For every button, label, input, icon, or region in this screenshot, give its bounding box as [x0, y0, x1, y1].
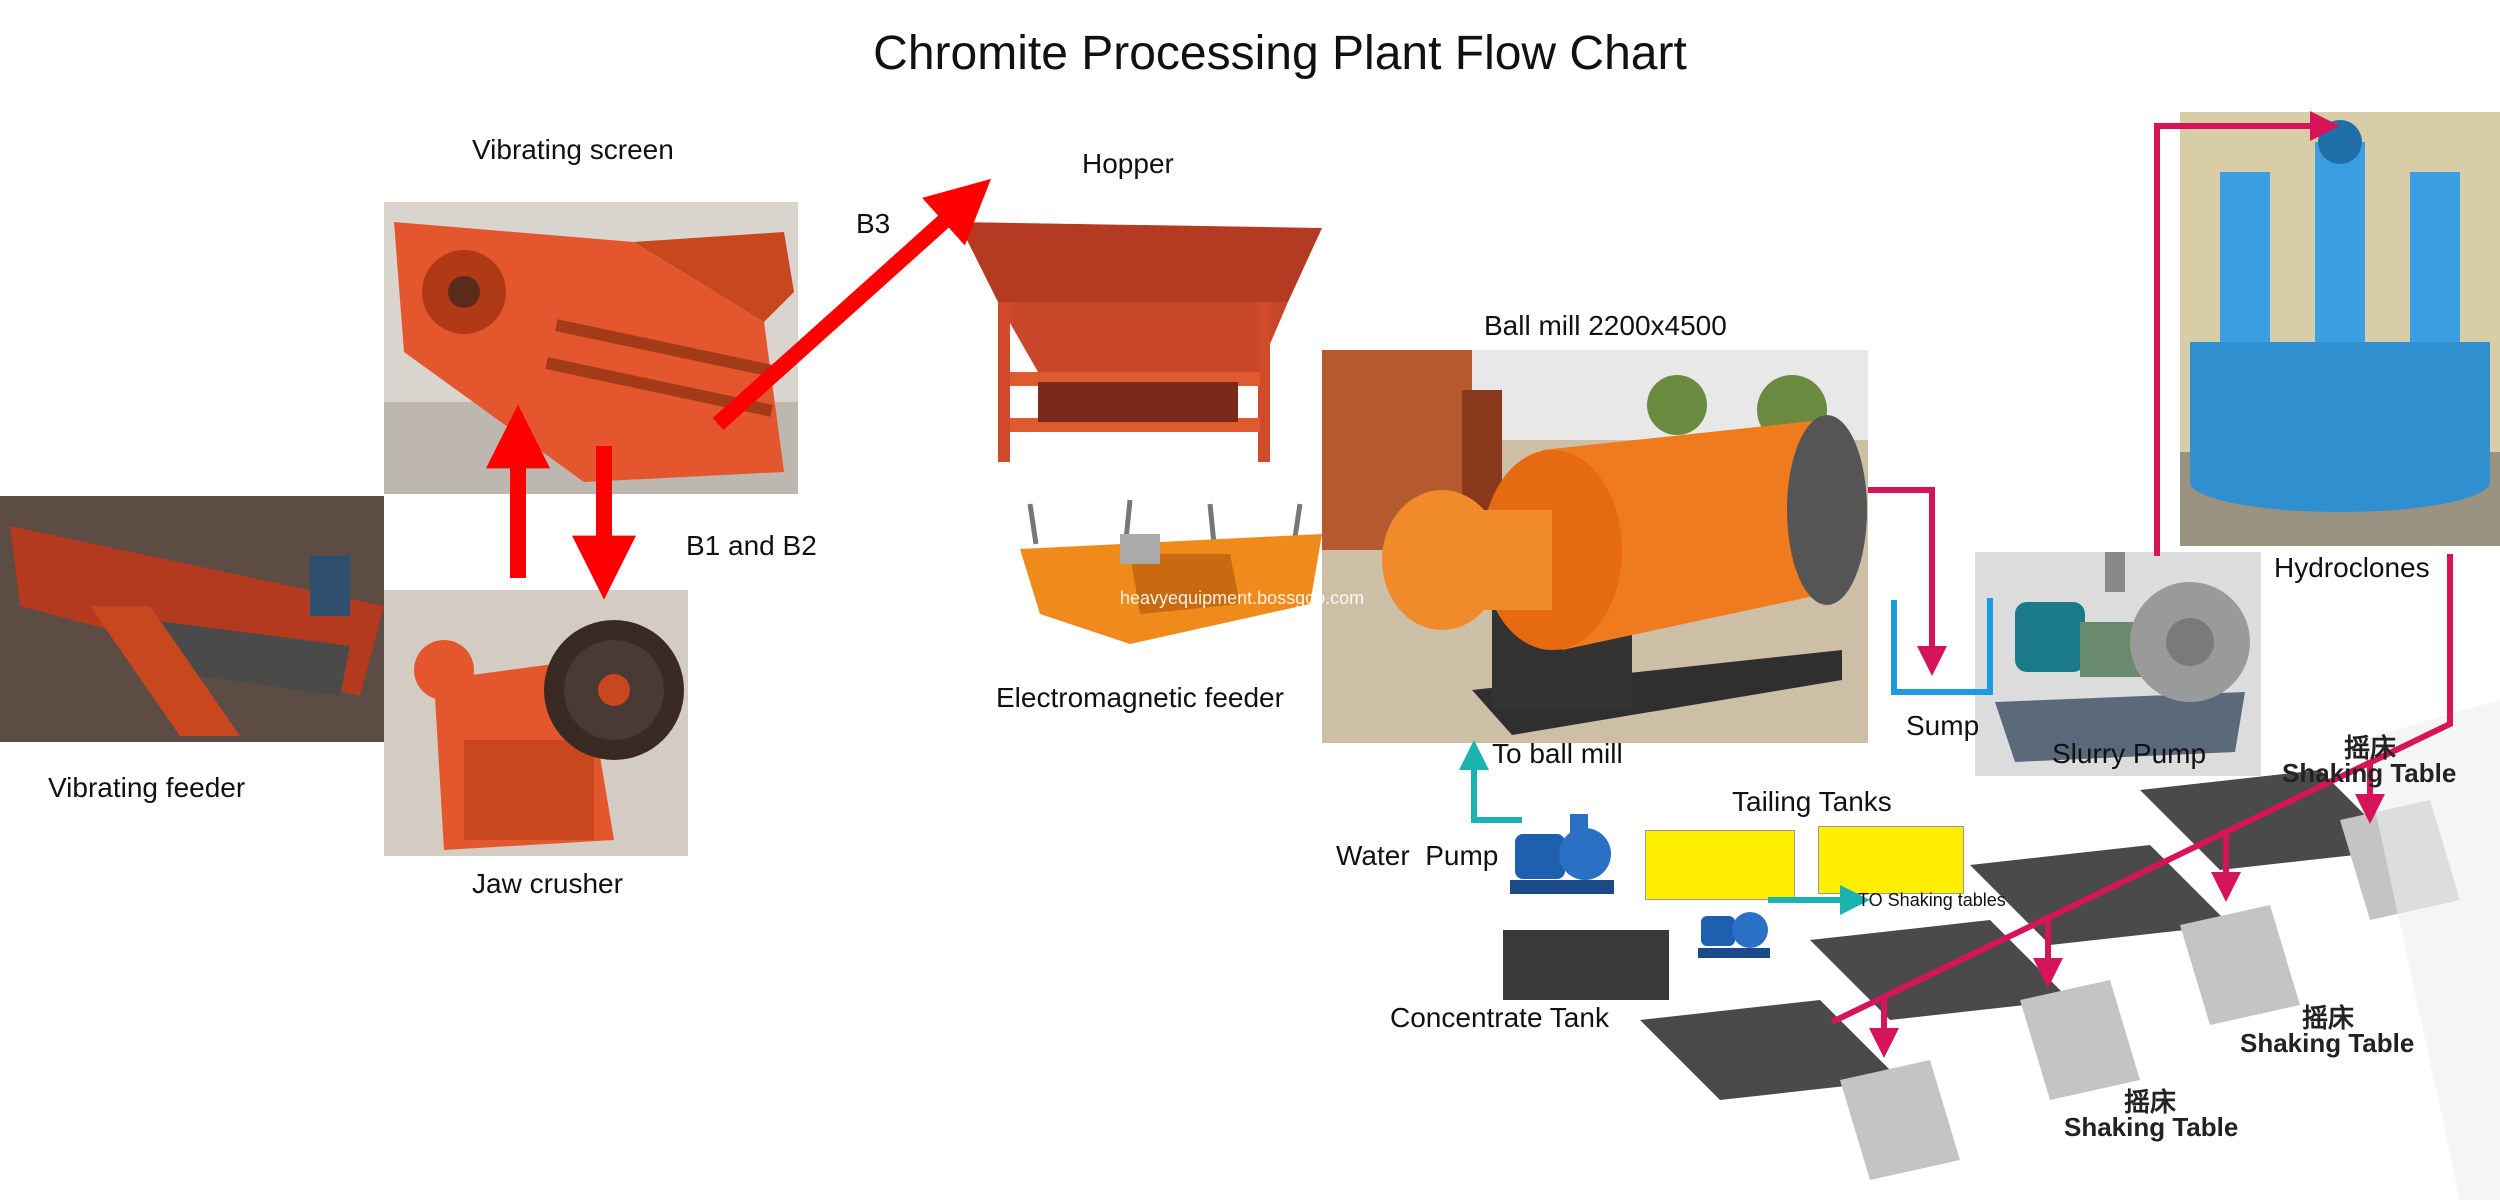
watermark: heavyequipment.bossgoo.com: [1120, 588, 1365, 608]
tailing-pump-icon: [1698, 902, 1770, 964]
vibrating-screen-label: Vibrating screen: [472, 134, 674, 165]
concentrate-tank: [1503, 930, 1669, 1000]
shaking-table-cn-1: 摇床: [2344, 733, 2397, 763]
water-pump-label: Water Pump: [1336, 840, 1499, 871]
tailing-tanks-label: Tailing Tanks: [1732, 786, 1892, 817]
shaking-table-cn-3: 摇床: [2124, 1087, 2177, 1117]
pipe-mill-to-sump: [1868, 487, 1947, 676]
water-line-to-ball-mill: [1459, 740, 1522, 823]
shaking-table-en-3: Shaking Table: [2064, 1112, 2239, 1142]
hydroclones-label: Hydroclones: [2274, 552, 2430, 583]
hopper-image: [958, 222, 1322, 470]
hydroclones-image: [2180, 112, 2500, 546]
arrow-to-hopper: [712, 178, 992, 430]
tailing-tank-1: [1645, 830, 1795, 900]
page-title: Chromite Processing Plant Flow Chart: [873, 27, 1687, 80]
sump-outline: [1891, 598, 1993, 695]
b1-b2-label: B1 and B2: [686, 530, 817, 561]
b3-label: B3: [856, 208, 891, 239]
shaking-table-1: [1640, 1000, 1960, 1180]
vibrating-feeder-image: [0, 496, 384, 742]
vibrating-feeder-label: Vibrating feeder: [48, 772, 246, 803]
water-pump-icon: [1510, 814, 1614, 904]
ball-mill-label: Ball mill 2200x4500: [1484, 310, 1727, 341]
slurry-pump-image: [1975, 552, 2261, 776]
shaking-table-en-1: Shaking Table: [2282, 758, 2457, 788]
electromagnetic-feeder-image: [1010, 494, 1322, 654]
ball-mill-image: [1322, 350, 1868, 743]
pipe-hydroclone-down: [1830, 554, 2453, 1025]
slurry-pump-label: Slurry Pump: [2052, 738, 2207, 769]
pipe-pump-to-hydroclone: [2154, 111, 2340, 556]
jaw-crusher-image: [384, 590, 688, 856]
to-ball-mill-label: To ball mill: [1492, 738, 1623, 769]
to-shaking-tables-label: TO Shaking tables: [1858, 890, 2006, 910]
tailing-tank-2: [1818, 826, 1964, 894]
hopper-label: Hopper: [1082, 148, 1174, 179]
electromagnetic-feeder-label: Electromagnetic feeder: [996, 682, 1284, 713]
concentrate-tank-label: Concentrate Tank: [1390, 1002, 1609, 1033]
shaking-table-en-2: Shaking Table: [2240, 1028, 2415, 1058]
jaw-crusher-label: Jaw crusher: [472, 868, 623, 899]
shaking-table-cn-2: 摇床: [2302, 1003, 2355, 1033]
sump-label: Sump: [1906, 710, 1980, 741]
